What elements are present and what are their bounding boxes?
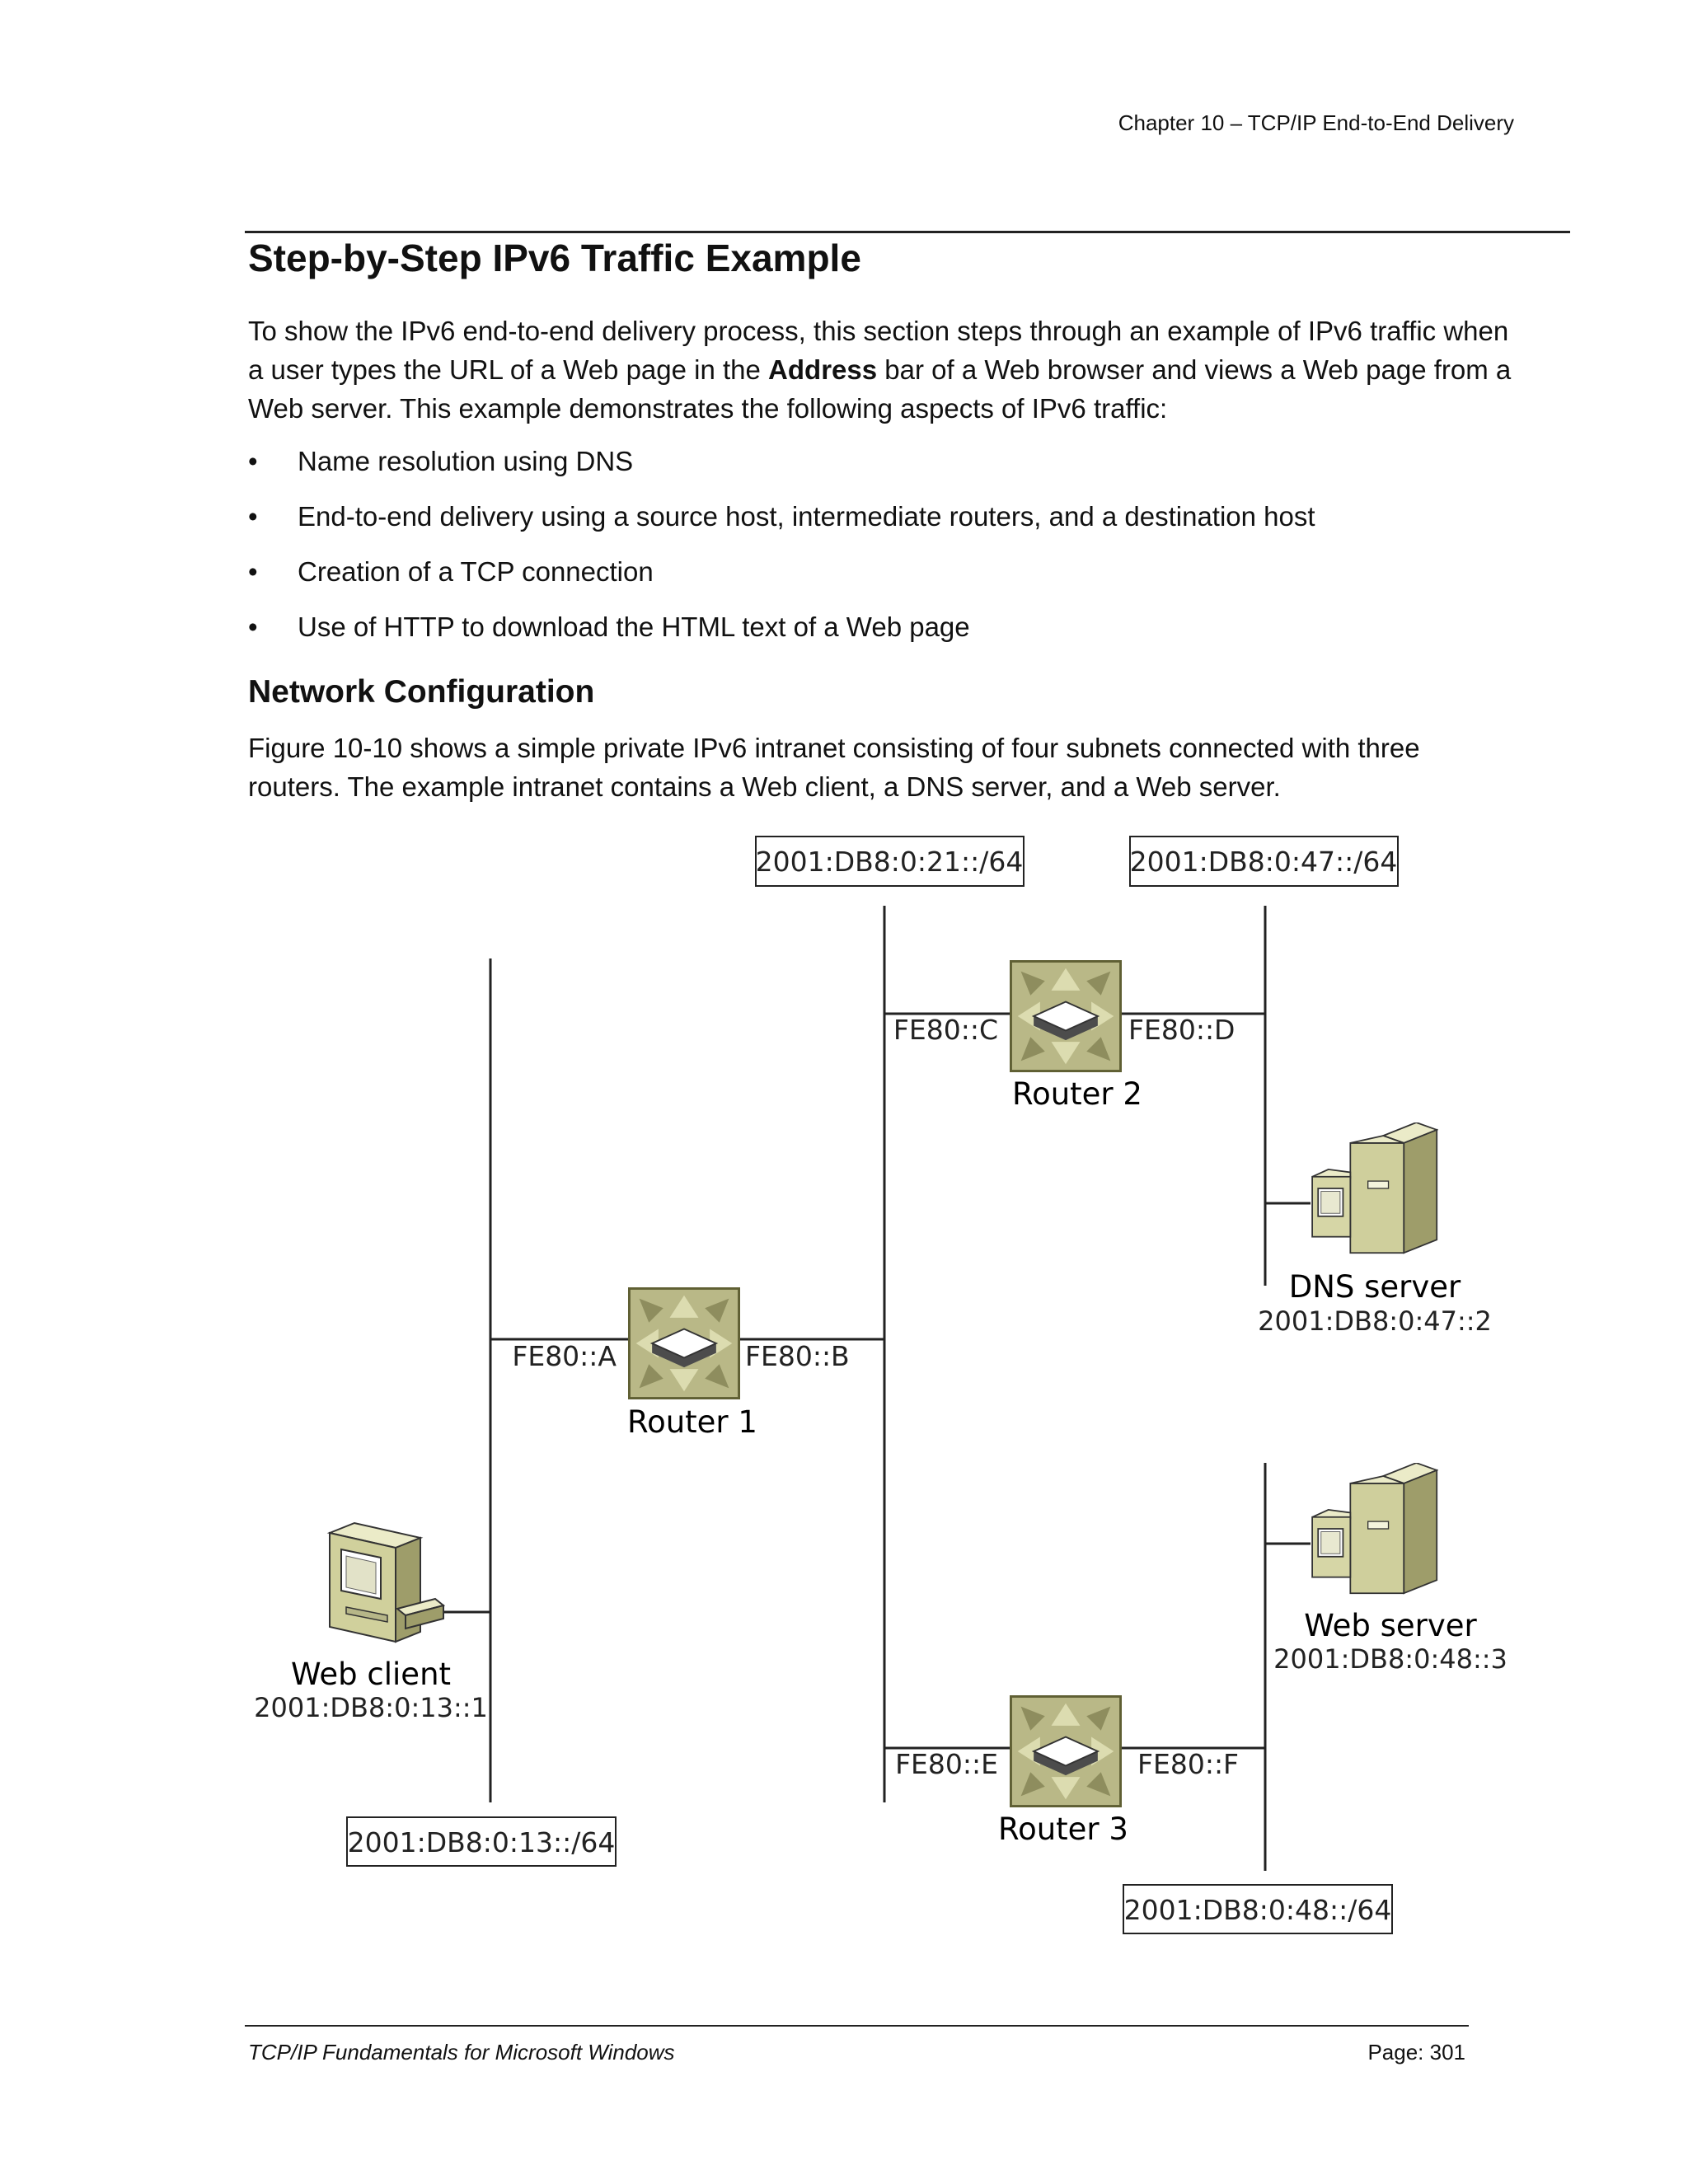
router-1-right-interface: FE80::B	[745, 1340, 850, 1372]
bullet-icon: •	[248, 556, 258, 587]
network-diagram: 2001:DB8:0:21::/64 2001:DB8:0:47::/64 20…	[0, 808, 1688, 1961]
list-item-text: Creation of a TCP connection	[298, 556, 654, 587]
router-3-right-interface: FE80::F	[1137, 1748, 1239, 1780]
intro-text-end: bar of a Web browser and views a Web pag…	[248, 354, 1512, 424]
server-icon	[1311, 1463, 1438, 1595]
network-links	[441, 906, 1311, 1871]
web-server: Web server 2001:DB8:0:48::3	[1273, 1463, 1507, 1675]
router-3: FE80::E FE80::F Router 3	[895, 1695, 1239, 1847]
router-icon	[1010, 1695, 1122, 1807]
config-paragraph: Figure 10-10 shows a simple private IPv6…	[248, 733, 1420, 802]
svg-text:2001:DB8:0:48::/64: 2001:DB8:0:48::/64	[1124, 1894, 1392, 1926]
intro-text-start: To show the IPv6 end-to-end delivery pro…	[248, 316, 1509, 385]
subnet-label-s13: 2001:DB8:0:13::/64	[346, 1816, 617, 1867]
header-rule	[245, 231, 1570, 233]
router-icon	[1010, 960, 1122, 1072]
intro-paragraph: To show the IPv6 end-to-end delivery pro…	[248, 312, 1517, 428]
running-header: Chapter 10 – TCP/IP End-to-End Delivery	[1118, 110, 1514, 135]
dns-server-name: DNS server	[1289, 1269, 1461, 1305]
router-2: FE80::C FE80::D Router 2	[893, 960, 1235, 1112]
web-server-name: Web server	[1304, 1608, 1477, 1643]
bullet-icon: •	[248, 612, 258, 642]
router-3-name: Router 3	[998, 1811, 1128, 1847]
svg-text:2001:DB8:0:47::/64: 2001:DB8:0:47::/64	[1130, 846, 1398, 878]
bullet-icon: •	[248, 446, 258, 476]
svg-text:2001:DB8:0:21::/64: 2001:DB8:0:21::/64	[756, 846, 1024, 878]
web-client: Web client 2001:DB8:0:13::1	[254, 1522, 488, 1723]
subsection-title: Network Configuration	[248, 674, 595, 710]
footer-rule	[245, 2025, 1469, 2027]
svg-text:2001:DB8:0:13::/64: 2001:DB8:0:13::/64	[348, 1826, 616, 1858]
list-item: • Creation of a TCP connection	[248, 549, 1517, 604]
subnet-label-s48: 2001:DB8:0:48::/64	[1123, 1884, 1393, 1934]
web-client-name: Web client	[291, 1657, 451, 1692]
aspects-list: • Name resolution using DNS • End-to-end d…	[248, 438, 1517, 659]
router-1: FE80::A FE80::B Router 1	[512, 1287, 850, 1440]
router-2-left-interface: FE80::C	[893, 1014, 998, 1046]
router-1-name: Router 1	[627, 1404, 757, 1440]
list-item: • Name resolution using DNS	[248, 438, 1517, 494]
section-title: Step-by-Step IPv6 Traffic Example	[248, 237, 861, 279]
subnet-label-s21: 2001:DB8:0:21::/64	[755, 836, 1025, 887]
router-2-right-interface: FE80::D	[1128, 1014, 1235, 1046]
subnet-label-s47: 2001:DB8:0:47::/64	[1129, 836, 1399, 887]
router-1-left-interface: FE80::A	[512, 1340, 617, 1372]
footer-page-number: Page: 301	[1367, 2040, 1465, 2064]
footer-book-title: TCP/IP Fundamentals for Microsoft Window…	[248, 2040, 675, 2064]
router-3-left-interface: FE80::E	[895, 1748, 998, 1780]
web-server-address: 2001:DB8:0:48::3	[1273, 1643, 1507, 1675]
list-item: • End-to-end delivery using a source host…	[248, 494, 1517, 549]
intro-bold-term: Address	[768, 354, 878, 385]
list-item: • Use of HTTP to download the HTML text o…	[248, 604, 1517, 659]
computer-icon	[329, 1522, 444, 1643]
list-item-text: Use of HTTP to download the HTML text of…	[298, 612, 970, 642]
router-2-name: Router 2	[1012, 1076, 1142, 1112]
router-icon	[628, 1287, 740, 1399]
bullet-icon: •	[248, 501, 258, 532]
list-item-text: End-to-end delivery using a source host,…	[298, 501, 1315, 532]
dns-server: DNS server 2001:DB8:0:47::2	[1258, 1122, 1492, 1337]
list-item-text: Name resolution using DNS	[298, 446, 634, 476]
dns-server-address: 2001:DB8:0:47::2	[1258, 1305, 1492, 1337]
server-icon	[1311, 1122, 1438, 1254]
web-client-address: 2001:DB8:0:13::1	[254, 1692, 488, 1723]
